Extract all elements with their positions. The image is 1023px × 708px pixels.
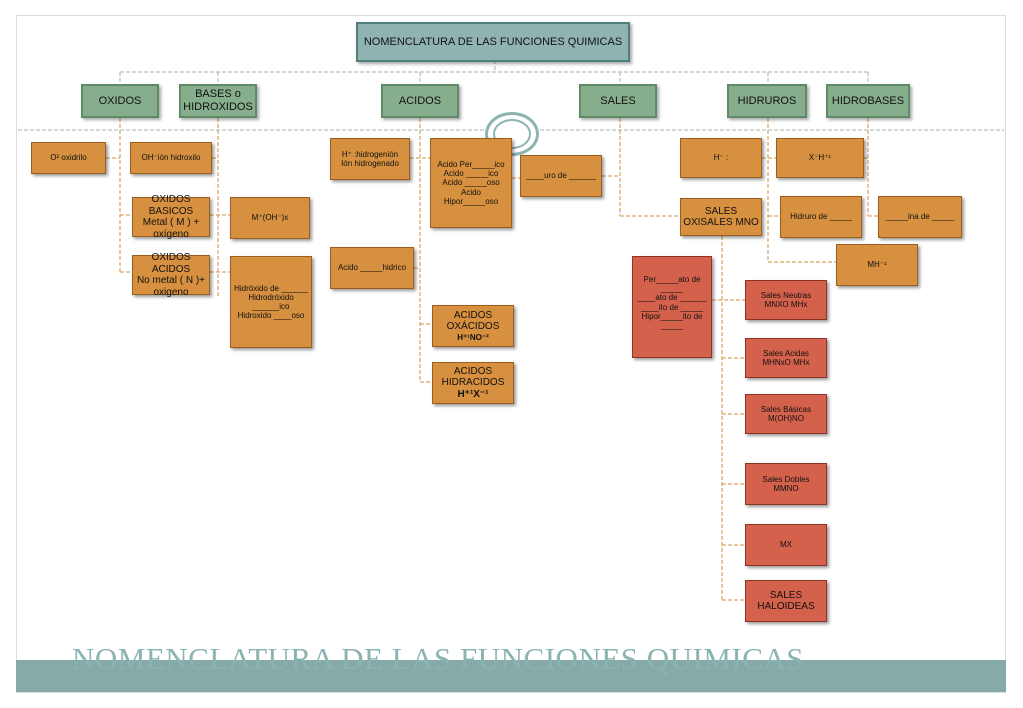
hidroxido-name-3: ______ico [252, 302, 290, 311]
hidruro-h-text: H⁻ : [713, 153, 729, 163]
sales-basicas-box: Sales Básicas M(OH)NO [745, 394, 827, 434]
sales-dobles-box: Sales Dobles MMNO [745, 463, 827, 505]
sal-names-box: Per_____ato de _____ ____ato de ______ _… [632, 256, 712, 358]
acido-name-3: Acido _____oso [442, 178, 500, 188]
mh-box: MH⁻¹ [836, 244, 918, 286]
oxidos-acidos-line4: oxigeno [153, 286, 189, 298]
oxacidos-line2: OXÁCIDOS [446, 321, 500, 333]
oxisales-line2: OXISALES MNO [683, 217, 759, 228]
sales-haloideas-box: SALES HALOIDEAS [745, 580, 827, 622]
acido-name-1: Acido Per_____ico [437, 160, 505, 170]
category-oxidos-label: OXIDOS [98, 94, 142, 107]
sales-haloideas-line2: HALOIDEAS [757, 601, 815, 612]
oxacidos-box: ACIDOS OXÁCIDOS H⁺¹NO⁻² [432, 305, 514, 347]
hidrogenion-box: H⁺ :hidrogenión Ión hidrogenado [330, 138, 410, 180]
category-acidos-label: ACIDOS [398, 94, 442, 107]
footer-title: NOMENCLATURA DE LAS FUNCIONES QUIMICAS [72, 641, 805, 676]
category-sales-label: SALES [600, 94, 636, 107]
uro-de-text: ____uro de ______ [526, 171, 596, 181]
sales-neutras-line2: MNXO MHx [764, 300, 808, 309]
xh-text: X⁻H⁺¹ [808, 153, 832, 163]
ring-ornament-inner [493, 119, 531, 149]
oxidos-basicos-line4: oxígeno [153, 228, 189, 240]
oxidrilo-box: O² oxidrilo [31, 142, 106, 174]
oxidos-basicos-line1: OXIDOS [151, 194, 191, 205]
category-oxidos: OXIDOS [81, 84, 159, 118]
oxidos-acidos-box: OXIDOS ACIDOS No metal ( N )+ oxigeno [132, 252, 210, 298]
category-bases-line1: BASES o [195, 88, 241, 101]
hidrogenion-line1: H⁺ :hidrogenión [341, 149, 399, 159]
hidracidos-box: ACIDOS HIDRACIDOS H⁺¹X⁻¹ [432, 362, 514, 404]
sales-neutras-line1: Sales Neutras [760, 290, 812, 300]
ion-hidroxilo-box: OH⁻ión hidroxilo [130, 142, 212, 174]
hidruro-de-text: Hidruro de _____ [790, 212, 852, 222]
sal-name-5: Hipor_____ito de [641, 311, 703, 321]
uro-de-box: ____uro de ______ [520, 155, 602, 197]
hidruro-h-box: H⁻ : [680, 138, 762, 178]
category-hidruros-label: HIDRUROS [737, 94, 797, 107]
hidrogenion-line2: Ión hidrogenado [341, 159, 399, 168]
oxidos-acidos-line2: ACIDOS [151, 263, 191, 275]
sal-name-2: _____ [660, 284, 684, 294]
ring-ornament [485, 112, 539, 156]
hidracidos-line2: HIDRACIDOS [441, 377, 505, 389]
sales-neutras-box: Sales Neutras MNXO MHx [745, 280, 827, 320]
hidroxido-name-4: Hidroxido ____oso [237, 311, 305, 321]
acido-name-4: Acido [460, 187, 481, 197]
acido-names-box: Acido Per_____ico Acido _____ico Acido _… [430, 138, 512, 228]
acido-hidrico-text: Acido _____hidrico [337, 263, 407, 273]
sal-name-4: ____ito de _____ [641, 302, 703, 312]
oxidos-basicos-line3: Metal ( M ) + [142, 217, 200, 228]
slide-frame [16, 15, 1006, 693]
sales-acidas-box: Sales Acidas MHNxO MHx [745, 338, 827, 378]
category-bases: BASES o HIDROXIDOS [179, 84, 257, 118]
oxidos-basicos-box: OXIDOS BASICOS Metal ( M ) + oxígeno [132, 194, 210, 240]
oxidos-acidos-line3: No metal ( N )+ [136, 275, 206, 286]
sales-basicas-line2: M(OH)NO [768, 414, 804, 423]
sales-dobles-line1: Sales Dobles [762, 474, 810, 484]
mx-text: MX [780, 540, 792, 550]
hidroxido-names-box: Hidróxido de ______ Hidrodróxido ______i… [230, 256, 312, 348]
acido-name-5: Hipor_____oso [443, 196, 499, 206]
sales-acidas-line2: MHNxO MHx [762, 358, 810, 367]
oxacidos-formula: H⁺¹NO⁻² [457, 332, 489, 342]
ina-de-text: _____ina de _____ [885, 212, 955, 222]
sal-name-3: ____ato de ______ [637, 293, 707, 303]
hidracidos-formula: H⁺¹X⁻¹ [457, 388, 489, 400]
oxidrilo-text: O² oxidrilo [50, 153, 87, 163]
acido-name-2: Acido _____ico [443, 169, 499, 179]
category-hidruros: HIDRUROS [727, 84, 807, 118]
title-box: NOMENCLATURA DE LAS FUNCIONES QUIMICAS [356, 22, 630, 62]
oxidos-basicos-line2: BASICOS [148, 205, 194, 217]
formula-hidroxido-box: M⁺(OH⁻)x [230, 197, 310, 239]
category-hidrobases-label: HIDROBASES [831, 94, 905, 107]
hidruro-de-box: Hidruro de _____ [780, 196, 862, 238]
ina-de-box: _____ina de _____ [878, 196, 962, 238]
sal-name-6: _____ [660, 320, 684, 330]
category-sales: SALES [579, 84, 657, 118]
mh-text: MH⁻¹ [867, 260, 887, 270]
oxidos-acidos-line1: OXIDOS [151, 252, 191, 263]
sales-haloideas-line1: SALES [769, 589, 803, 601]
mx-box: MX [745, 524, 827, 566]
hidroxido-name-2: Hidrodróxido [248, 292, 294, 302]
category-bases-line2: HIDROXIDOS [183, 101, 253, 113]
formula-hidroxido-text: M⁺(OH⁻)x [251, 213, 289, 223]
oxisales-line1: SALES [704, 205, 738, 217]
oxacidos-line1: ACIDOS [453, 309, 493, 321]
category-acidos: ACIDOS [381, 84, 459, 118]
footer-bar [16, 660, 1006, 692]
category-hidrobases: HIDROBASES [826, 84, 910, 118]
hidroxido-name-1: Hidróxido de ______ [234, 283, 308, 293]
hidracidos-line1: ACIDOS [453, 365, 493, 377]
sales-acidas-line1: Sales Acidas [763, 348, 809, 358]
sal-name-1: Per_____ato de [643, 275, 701, 284]
title-text: NOMENCLATURA DE LAS FUNCIONES QUIMICAS [363, 35, 623, 48]
ion-hidroxilo-text: OH⁻ión hidroxilo [141, 153, 201, 163]
sales-dobles-line2: MMNO [773, 484, 799, 493]
acido-hidrico-box: Acido _____hidrico [330, 247, 414, 289]
oxisales-box: SALES OXISALES MNO [680, 198, 762, 236]
sales-basicas-line1: Sales Básicas [760, 404, 812, 414]
xh-box: X⁻H⁺¹ [776, 138, 864, 178]
